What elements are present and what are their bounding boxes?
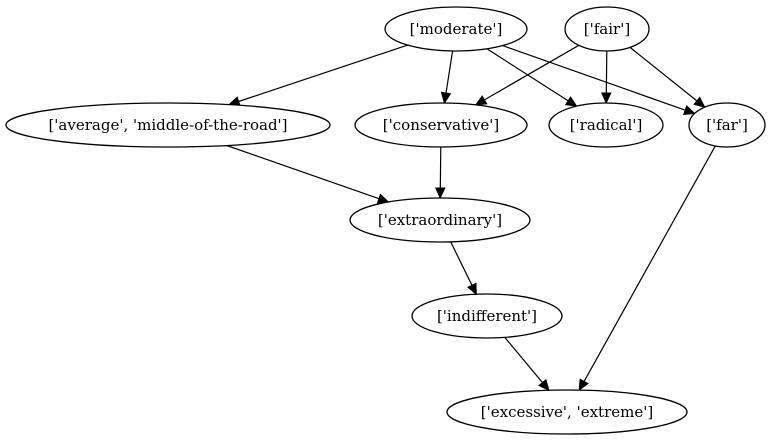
node-excessive: ['excessive', 'extreme']: [446, 389, 688, 435]
node-conservative: ['conservative']: [354, 102, 528, 148]
arrowhead: [578, 378, 589, 392]
node-ellipse: [564, 6, 650, 52]
node-ellipse: [384, 6, 528, 52]
edge-fair-to-radical: [601, 50, 612, 105]
edges-layer: [226, 44, 716, 392]
edge-line: [484, 44, 580, 101]
node-label: ['indifferent']: [437, 307, 537, 325]
node-far: ['far']: [688, 102, 766, 148]
edge-line: [502, 45, 686, 111]
node-fair: ['fair']: [564, 6, 650, 52]
edge-line: [605, 50, 608, 94]
edge-line: [238, 44, 408, 103]
node-ellipse: [548, 102, 664, 148]
node-label: ['conservative']: [383, 116, 499, 134]
node-label: ['radical']: [570, 116, 643, 134]
node-ellipse: [446, 389, 688, 435]
edge-line: [226, 144, 380, 200]
edge-conservative-to-extraordinary: [435, 146, 446, 200]
edge-fair-to-far: [629, 46, 706, 108]
edge-moderate-to-conservative: [440, 50, 454, 105]
node-label: ['average', 'middle-of-the-road']: [48, 116, 287, 134]
node-ellipse: [411, 293, 563, 339]
node-moderate: ['moderate']: [384, 6, 528, 52]
node-label: ['fair']: [584, 20, 630, 38]
node-extraordinary: ['extraordinary']: [349, 197, 531, 243]
node-radical: ['radical']: [548, 102, 664, 148]
edge-fair-to-conservative: [474, 44, 580, 106]
edge-far-to-excessive: [578, 145, 716, 392]
arrowhead: [538, 378, 550, 392]
arrowhead: [682, 105, 696, 115]
node-ellipse: [354, 102, 528, 148]
node-ellipse: [349, 197, 531, 243]
edge-line: [583, 145, 716, 382]
edge-extraordinary-to-indifferent: [450, 241, 477, 296]
edge-line: [439, 146, 442, 189]
arrowhead: [466, 282, 477, 296]
node-label: ['moderate']: [410, 20, 503, 38]
arrowhead: [601, 92, 612, 105]
arrowhead: [474, 95, 488, 106]
nodes-layer: ['moderate'] ['fair'] ['average', 'middle-…: [5, 6, 766, 435]
arrowhead: [440, 91, 452, 105]
edge-line: [629, 46, 698, 102]
edge-moderate-to-average: [227, 44, 408, 107]
arrowhead: [693, 96, 706, 108]
edge-line: [504, 337, 543, 383]
node-label: ['excessive', 'extreme']: [481, 403, 653, 421]
edge-moderate-to-far: [502, 45, 696, 115]
edge-line: [445, 50, 454, 94]
edge-indifferent-to-excessive: [504, 337, 550, 392]
node-ellipse: [688, 102, 766, 148]
arrowhead: [564, 96, 578, 107]
arrowhead: [435, 187, 446, 200]
edge-moderate-to-radical: [486, 48, 578, 107]
node-ellipse: [5, 102, 331, 148]
node-label: ['extraordinary']: [378, 211, 502, 229]
edge-average-to-extraordinary: [226, 144, 390, 204]
node-average: ['average', 'middle-of-the-road']: [5, 102, 331, 148]
edge-line: [450, 241, 473, 286]
node-label: ['far']: [706, 116, 748, 134]
node-indifferent: ['indifferent']: [411, 293, 563, 339]
